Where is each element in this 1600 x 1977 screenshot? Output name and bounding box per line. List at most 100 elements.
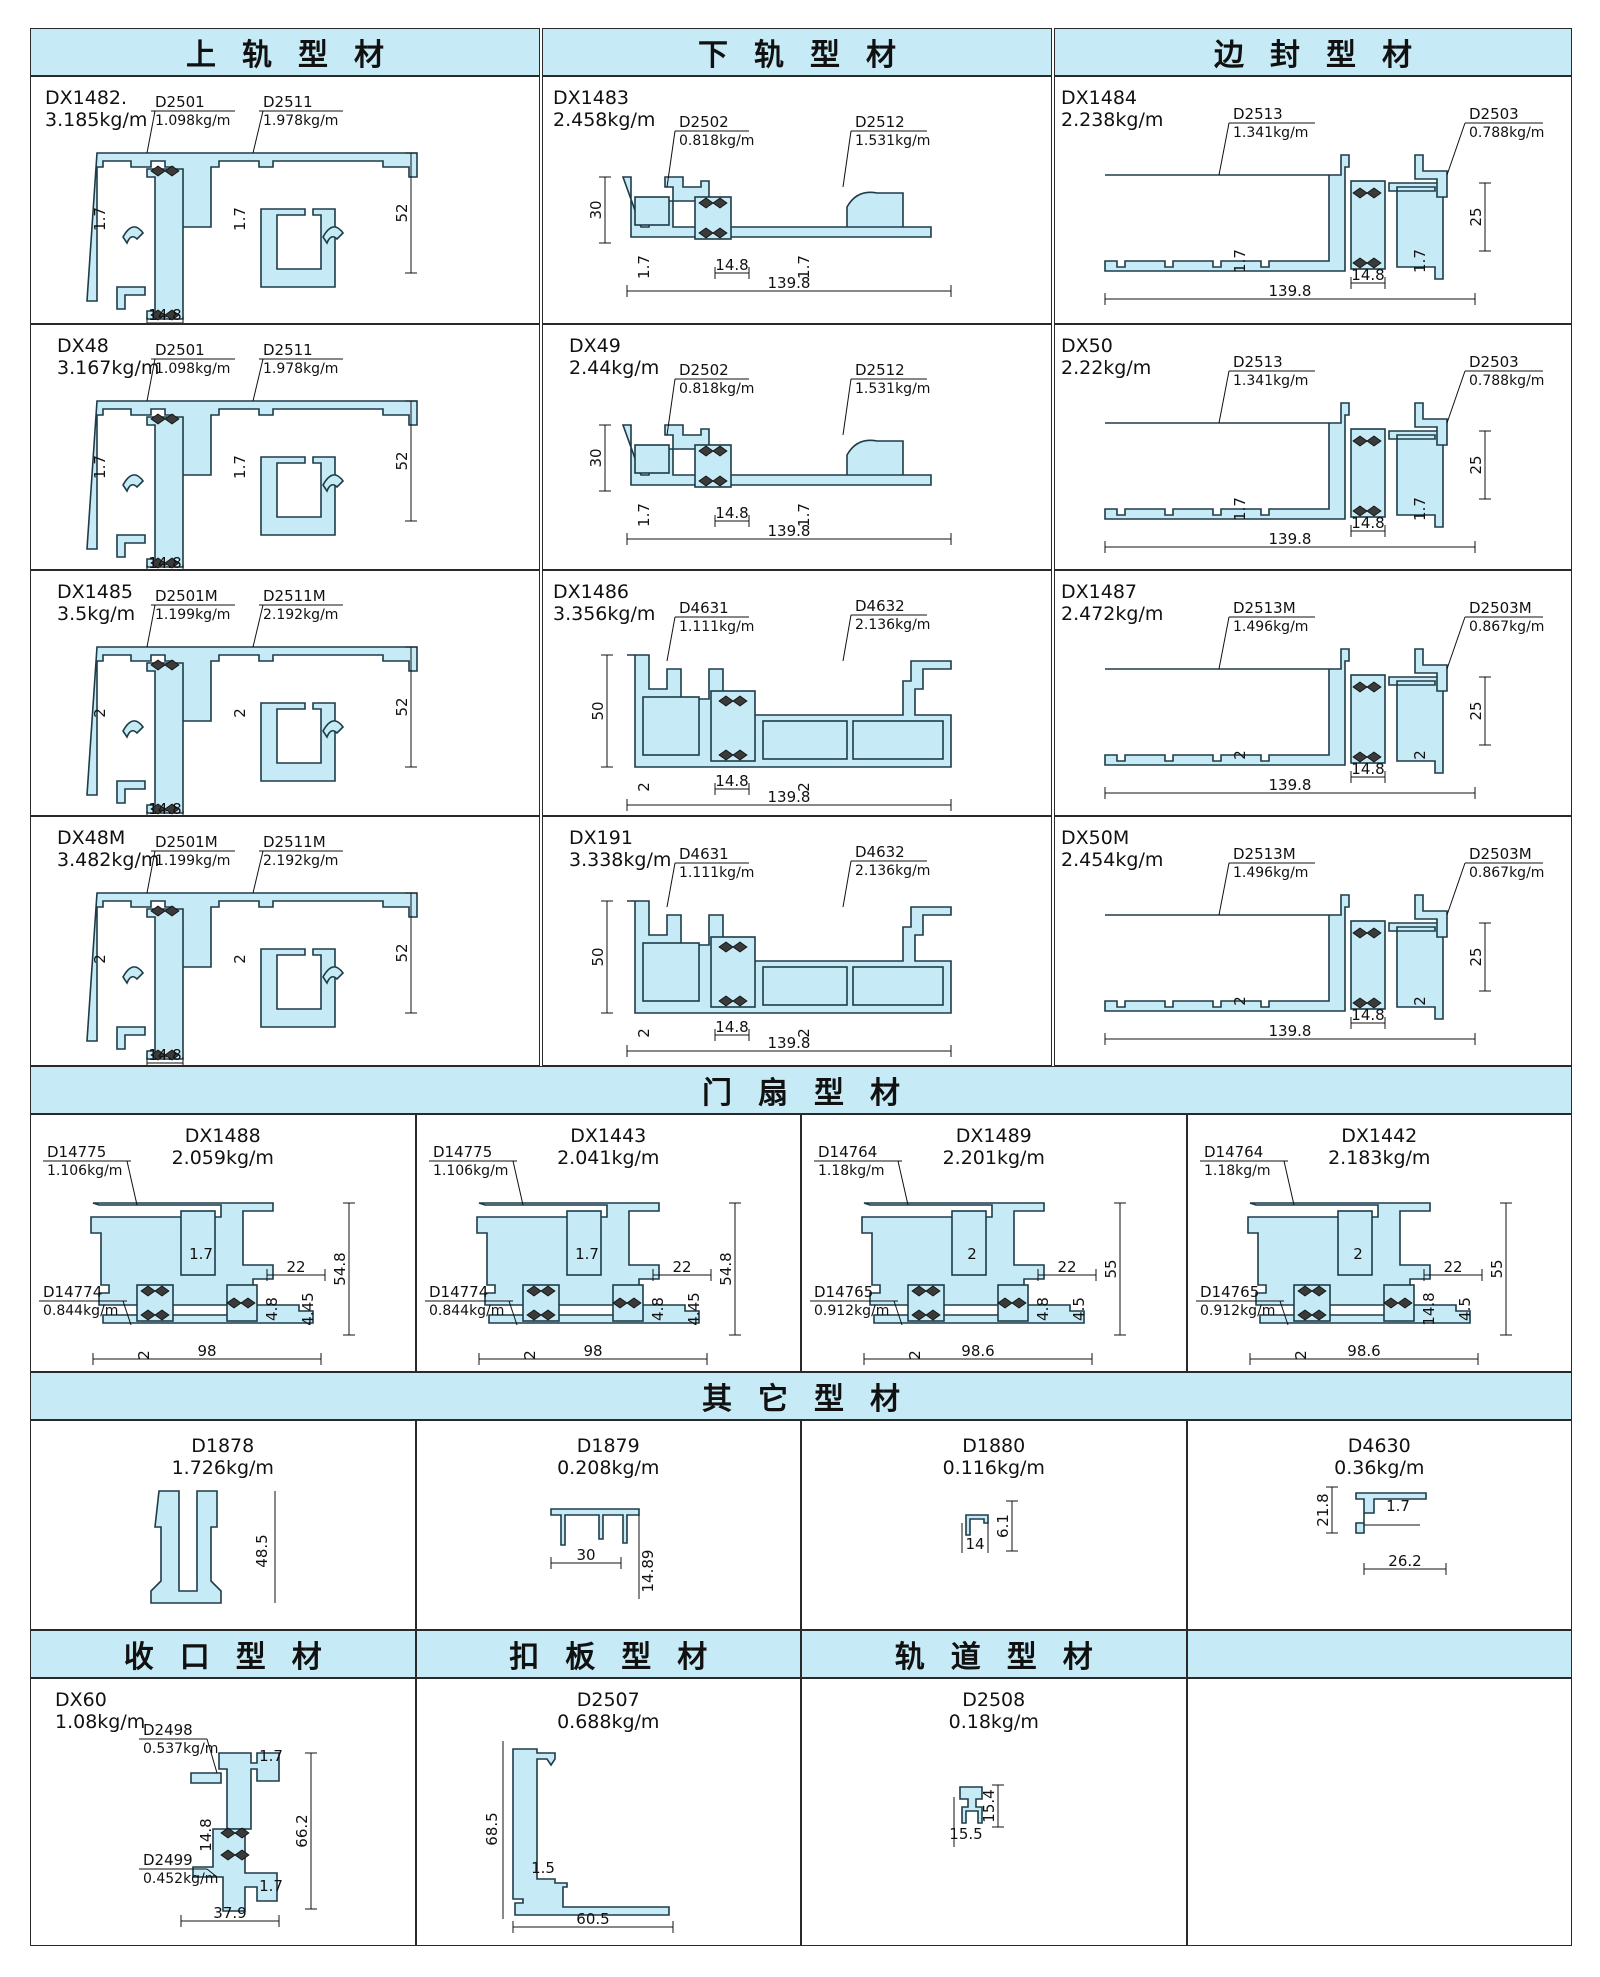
part-label-1-code: D2502	[679, 113, 729, 131]
profile-weight: 2.238kg/m	[1061, 109, 1164, 131]
dimension-label: 14.8	[148, 1046, 181, 1064]
profile-center	[710, 690, 756, 762]
seal-strip	[698, 197, 728, 209]
dimension-label: 1.7	[91, 455, 109, 479]
section-title: 门扇型材	[702, 1076, 926, 1111]
part-label-2-weight: 2.136kg/m	[855, 617, 930, 633]
leader-line	[666, 130, 676, 188]
profile-weight: 2.458kg/m	[553, 109, 656, 131]
dimension-label: 66.2	[293, 1814, 311, 1847]
leader-line	[1218, 862, 1230, 916]
leader-line	[1218, 122, 1230, 176]
profile-foot	[116, 1026, 146, 1050]
dimension-label: 2	[1411, 750, 1429, 760]
dimension-label: 2	[521, 1350, 539, 1360]
dimension-label: 22	[672, 1258, 691, 1276]
part-label-2-code: D14765	[1200, 1283, 1259, 1301]
profile-drawing: 68.51.560.5	[483, 1741, 673, 1933]
dimension-label: 21.8	[1314, 1493, 1332, 1526]
profile-hook	[122, 720, 145, 739]
dimension-label: 55	[1102, 1259, 1120, 1278]
dimension-label: 14.8	[715, 256, 748, 274]
dimension-label: 52	[393, 203, 411, 222]
dimension-label: 139.8	[768, 1034, 811, 1052]
part-label-2-weight: 0.912kg/m	[814, 1303, 889, 1319]
dimension-label: 2	[906, 1350, 924, 1360]
part-label-1-code: D2502	[679, 361, 729, 379]
profile-shape-main	[1104, 648, 1350, 766]
part-label-1-weight: 1.496kg/m	[1233, 865, 1308, 881]
profile-weight: 3.338kg/m	[569, 849, 672, 871]
dimension-label: 14.89	[639, 1550, 657, 1593]
part-label-1-weight: 1.106kg/m	[47, 1163, 122, 1179]
leader-line	[126, 1160, 138, 1206]
leader-line	[146, 110, 156, 154]
dimension-label: 139.8	[1269, 282, 1312, 300]
profile-chamber	[642, 942, 700, 1002]
part-label-1-code: D2501	[155, 341, 205, 359]
leader-line	[1283, 1160, 1294, 1206]
dimension-label: 2	[635, 1028, 653, 1038]
part-label-2-weight: 0.844kg/m	[43, 1303, 118, 1319]
dimension-label: 1.7	[1231, 497, 1249, 521]
leader-line	[666, 378, 676, 436]
profile-drawing: 30 14.89	[549, 1508, 657, 1599]
seal-strip	[150, 413, 180, 425]
profile-center	[710, 936, 756, 1008]
part-label-2-code: D2503M	[1469, 599, 1532, 617]
dimension-label: 14.8	[715, 504, 748, 522]
profile-code: DX1442	[1341, 1125, 1418, 1147]
profile-channel	[260, 456, 336, 536]
part-label-1-weight: 1.496kg/m	[1233, 619, 1308, 635]
part-label-1-weight: 1.18kg/m	[818, 1163, 885, 1179]
part-label-2-weight: 1.531kg/m	[855, 133, 930, 149]
dimension-label: 4.5	[1070, 1297, 1088, 1321]
profile-hook	[1414, 648, 1448, 692]
section-header-other: 其它型材	[30, 1372, 1572, 1420]
leader-line	[842, 860, 852, 908]
leader-line	[1218, 370, 1230, 424]
part-label-1-code: D2501M	[155, 833, 218, 851]
dimension-label: 14	[965, 1535, 984, 1553]
seal-strip	[140, 1309, 170, 1321]
part-label-2-code: D2511M	[263, 833, 326, 851]
dimension-label: 1.7	[259, 1877, 283, 1895]
dimension-label: 2	[231, 954, 249, 964]
dimension-label: 1.7	[795, 255, 813, 279]
dimension-label: 1.7	[231, 455, 249, 479]
section-title: 扣板型材	[509, 1640, 734, 1675]
profile-weight: 3.185kg/m	[45, 109, 148, 131]
seal-strip	[1352, 751, 1382, 763]
leader-line	[146, 358, 156, 402]
part-label-1-weight: 1.106kg/m	[433, 1163, 508, 1179]
seal-strip	[140, 1285, 170, 1297]
profile-weight: 0.208kg/m	[557, 1457, 660, 1479]
leader-line	[1218, 616, 1230, 670]
dimension-label: 15.4	[980, 1789, 998, 1822]
part-label-2-code: D2512	[855, 361, 905, 379]
profile-drawing: D2501M1.199kg/mD2511M2.192kg/m522214.813…	[86, 833, 418, 1065]
dimension-label: 30	[576, 1546, 595, 1564]
part-label-1-weight: 0.818kg/m	[679, 133, 754, 149]
profile-foot	[116, 534, 146, 558]
dimension-label: 139.8	[768, 522, 811, 540]
profile-channel	[260, 702, 336, 782]
dimension-label: 14.8	[148, 800, 181, 816]
seal-strip	[220, 1849, 250, 1861]
